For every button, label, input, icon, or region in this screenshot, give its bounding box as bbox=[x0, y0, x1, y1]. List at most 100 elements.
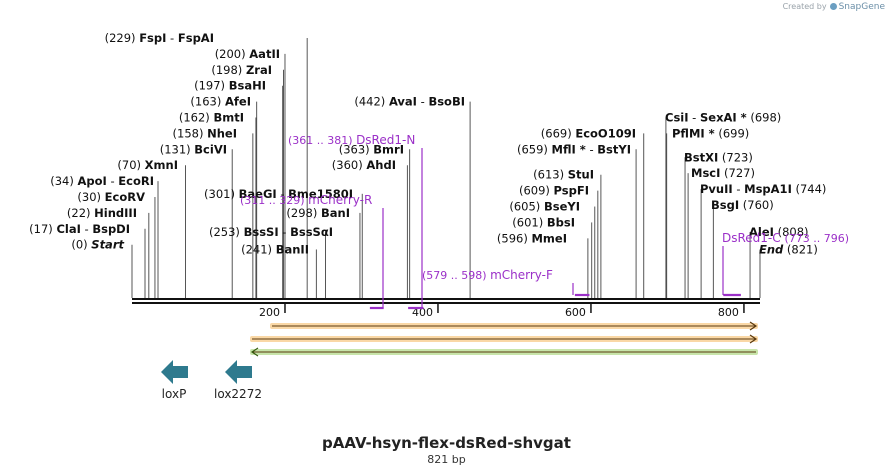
site-label: (229) FspI - FspAI bbox=[105, 31, 214, 45]
site-zrai[interactable]: (198) ZraI bbox=[211, 63, 284, 298]
site-bseyi[interactable]: (605) BseYI bbox=[509, 200, 596, 298]
site-ecorv[interactable]: (30) EcoRV bbox=[77, 190, 156, 298]
site-label: (30) EcoRV bbox=[77, 190, 145, 204]
site-label: (301) BaeGI - Bme1580I bbox=[204, 187, 353, 201]
site-bani[interactable]: (298) BanI bbox=[286, 206, 361, 298]
plasmid-length: 821 bp bbox=[427, 453, 466, 466]
site-label: (158) NheI bbox=[173, 126, 237, 140]
ruler-tick-label-600: 600 bbox=[565, 306, 586, 319]
primer-dsred1-c[interactable]: DsRed1-C (773 .. 796) bbox=[722, 231, 849, 297]
site-ecoo109i[interactable]: (669) EcoO109I bbox=[541, 126, 645, 298]
site-label: (360) AhdI bbox=[332, 158, 396, 172]
primer-label: (579 .. 598) mCherry-F bbox=[422, 268, 553, 282]
site-label: (241) BanII bbox=[241, 242, 309, 256]
site-label: (613) StuI bbox=[533, 168, 594, 182]
site-mmei[interactable]: (596) MmeI bbox=[497, 231, 589, 298]
brand-name: SnapGene bbox=[838, 2, 885, 12]
site-alei[interactable]: AleI (808) bbox=[749, 225, 809, 298]
feature-arrow-icon bbox=[225, 360, 252, 384]
site-baegi[interactable]: (301) BaeGI - Bme1580I bbox=[204, 187, 363, 298]
feature-label: loxP bbox=[162, 387, 187, 401]
site-msci[interactable]: MscI (727) bbox=[687, 166, 755, 298]
site-label: (163) AfeI bbox=[190, 95, 251, 109]
site-apoi[interactable]: (34) ApoI - EcoRI bbox=[50, 174, 159, 298]
site-afei[interactable]: (163) AfeI bbox=[190, 95, 258, 298]
site-bstxi[interactable]: BstXI (723) bbox=[684, 150, 753, 298]
site-label: (609) PspFI bbox=[519, 184, 589, 198]
site-bmti[interactable]: (162) BmtI bbox=[179, 111, 257, 299]
site-pvuii[interactable]: PvuII - MspA1I (744) bbox=[700, 182, 826, 298]
snapgene-credit: Created by SnapGene bbox=[783, 2, 885, 12]
site-banii[interactable]: (241) BanII bbox=[241, 242, 317, 298]
site-avai[interactable]: (442) AvaI - BsoBI bbox=[354, 95, 471, 298]
site-start[interactable]: (0) Start bbox=[71, 238, 133, 298]
feature-arrow-icon bbox=[161, 360, 188, 384]
primer-label: (311 .. 329) mCherry-R bbox=[240, 193, 372, 207]
site-pspfi[interactable]: (609) PspFI bbox=[519, 184, 599, 298]
site-stui[interactable]: (613) StuI bbox=[533, 168, 602, 298]
site-label: BsgI (760) bbox=[711, 198, 774, 212]
site-label: (198) ZraI bbox=[211, 63, 272, 77]
snapgene-logo-icon bbox=[829, 3, 837, 10]
orf-arrow-3[interactable] bbox=[250, 347, 758, 357]
orf-arrowhead-icon bbox=[749, 334, 758, 344]
site-label: AleI (808) bbox=[749, 225, 809, 239]
site-bmri[interactable]: (363) BmrI bbox=[339, 142, 411, 298]
site-label: (442) AvaI - BsoBI bbox=[354, 95, 465, 109]
site-ahdi[interactable]: (360) AhdI bbox=[332, 158, 408, 298]
site-label: BstXI (723) bbox=[684, 150, 753, 164]
site-label: (659) MflI * - BstYI bbox=[517, 142, 631, 156]
ruler-tick-label-400: 400 bbox=[412, 306, 433, 319]
feature-loxp[interactable]: loxP bbox=[161, 360, 188, 401]
primer-mcherry-f[interactable]: (579 .. 598) mCherry-F bbox=[422, 268, 590, 297]
site-label: End (821) bbox=[759, 242, 818, 256]
site-aatii[interactable]: (200) AatII bbox=[215, 47, 286, 298]
site-label: (200) AatII bbox=[215, 47, 280, 61]
site-xmni[interactable]: (70) XmnI bbox=[117, 158, 186, 298]
credit-text: Created by bbox=[782, 2, 827, 11]
feature-label: lox2272 bbox=[214, 387, 262, 401]
primer-dsred1-n[interactable]: (361 .. 381) DsRed1-N bbox=[288, 133, 424, 310]
site-clai[interactable]: (17) ClaI - BspDI bbox=[29, 222, 146, 298]
orf-arrowhead-icon bbox=[250, 347, 259, 357]
site-label: (162) BmtI bbox=[179, 111, 244, 125]
site-label: (131) BciVI bbox=[160, 142, 227, 156]
feature-lox2272[interactable]: lox2272 bbox=[214, 360, 262, 401]
site-label: (605) BseYI bbox=[509, 200, 580, 214]
site-bcivi[interactable]: (131) BciVI bbox=[160, 142, 233, 298]
site-label: (22) HindIII bbox=[67, 206, 137, 220]
site-fspi[interactable]: (229) FspI - FspAI bbox=[105, 31, 308, 298]
site-label: PvuII - MspA1I (744) bbox=[700, 182, 826, 196]
site-pflmi[interactable]: PflMI * (699) bbox=[666, 126, 750, 298]
ruler-tick-label-800: 800 bbox=[718, 306, 739, 319]
ruler-tick-label-200: 200 bbox=[259, 306, 280, 319]
site-bsgi[interactable]: BsgI (760) bbox=[711, 198, 774, 298]
site-label: CsiI - SexAI * (698) bbox=[665, 111, 781, 125]
site-label: PflMI * (699) bbox=[672, 126, 749, 140]
site-label: (596) MmeI bbox=[497, 231, 567, 245]
site-mfli[interactable]: (659) MflI * - BstYI bbox=[517, 142, 637, 298]
site-bbsi[interactable]: (601) BbsI bbox=[512, 215, 593, 298]
site-hindiii[interactable]: (22) HindIII bbox=[67, 206, 150, 298]
site-label: (197) BsaHI bbox=[194, 79, 266, 93]
site-label: (363) BmrI bbox=[339, 142, 404, 156]
site-label: (601) BbsI bbox=[512, 215, 575, 229]
orf-arrow-1[interactable] bbox=[270, 321, 758, 331]
site-label: (0) Start bbox=[71, 238, 124, 252]
site-bsssi[interactable]: (253) BssSI - BssSαI bbox=[209, 225, 333, 298]
site-bsahi[interactable]: (197) BsaHI bbox=[194, 79, 284, 298]
site-nhei[interactable]: (158) NheI bbox=[173, 126, 254, 298]
orf-arrowhead-icon bbox=[749, 321, 758, 331]
site-label: (253) BssSI - BssSαI bbox=[209, 225, 333, 239]
site-end[interactable]: End (821) bbox=[759, 242, 818, 298]
primer-mcherry-r[interactable]: (311 .. 329) mCherry-R bbox=[240, 193, 384, 310]
primer-label: DsRed1-C (773 .. 796) bbox=[722, 231, 849, 245]
site-label: (298) BanI bbox=[286, 206, 350, 220]
site-csii[interactable]: CsiI - SexAI * (698) bbox=[665, 111, 781, 299]
site-label: (17) ClaI - BspDI bbox=[29, 222, 130, 236]
site-label: (669) EcoO109I bbox=[541, 126, 636, 140]
plasmid-name: pAAV-hsyn-flex-dsRed-shvgat bbox=[322, 434, 571, 452]
site-label: MscI (727) bbox=[691, 166, 755, 180]
orf-arrow-2[interactable] bbox=[250, 334, 758, 344]
